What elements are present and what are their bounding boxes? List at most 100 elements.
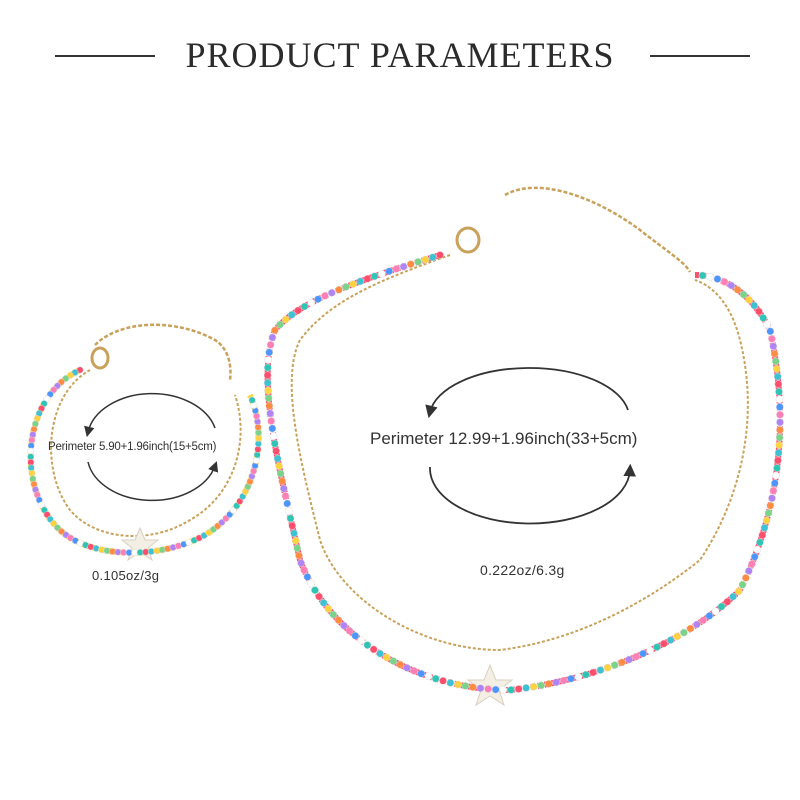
necklace-bead xyxy=(581,670,590,679)
necklace-bead xyxy=(396,660,405,669)
necklace-bead xyxy=(268,424,277,433)
necklace-bead xyxy=(686,624,695,633)
bracelet-extender-chain xyxy=(94,323,232,381)
necklace-bead xyxy=(776,410,784,419)
necklace-bead xyxy=(537,681,546,690)
necklace-bead xyxy=(268,333,277,342)
necklace-bead xyxy=(760,523,769,532)
necklace-bead xyxy=(666,636,675,644)
necklace-bead xyxy=(552,678,561,687)
necklace-bead xyxy=(529,682,538,691)
necklace-bead xyxy=(281,315,290,324)
necklace-bead xyxy=(303,573,312,581)
necklace-perimeter-arrow-top xyxy=(425,367,629,419)
necklace-bead xyxy=(370,272,379,281)
necklace-bead xyxy=(421,255,430,264)
necklace-bead xyxy=(271,326,279,335)
necklace-bead xyxy=(291,536,300,545)
necklace-bead xyxy=(762,516,771,525)
necklace-bead xyxy=(321,292,329,300)
necklace-bead xyxy=(706,272,714,281)
necklace-bead xyxy=(363,641,372,649)
necklace-bead xyxy=(659,639,668,648)
page-title: PRODUCT PARAMETERS xyxy=(185,35,615,75)
necklace-bead xyxy=(324,604,333,613)
necklace-bead xyxy=(279,484,288,493)
necklace-bead xyxy=(377,269,386,278)
necklace-bead xyxy=(357,636,366,645)
necklace-bead xyxy=(733,285,742,294)
necklace-bead xyxy=(369,645,378,654)
necklace-clasp xyxy=(455,226,481,254)
necklace-bead xyxy=(755,307,763,316)
necklace-bead xyxy=(293,544,302,553)
necklace-bead xyxy=(738,580,747,589)
necklace-bead xyxy=(469,683,477,692)
necklace-bead xyxy=(717,602,726,611)
necklace-bead xyxy=(314,295,322,304)
bracelet-clasp xyxy=(90,346,110,370)
necklace-bead xyxy=(514,685,523,693)
necklace-bead xyxy=(756,538,764,547)
necklace-bead xyxy=(745,295,753,304)
necklace-bead xyxy=(589,668,597,677)
necklace-bead xyxy=(491,685,500,694)
bracelet-perimeter-label: Perimeter 5.90+1.96inch(15+5cm) xyxy=(48,441,217,453)
necklace-bead xyxy=(278,477,287,485)
necklace-bead xyxy=(768,334,776,343)
necklace-bead xyxy=(300,302,309,311)
bracelet-weight-label: 0.105oz/3g xyxy=(92,568,160,583)
necklace-bead xyxy=(632,652,640,661)
necklace-bead xyxy=(748,560,756,568)
necklace-bead xyxy=(264,394,273,403)
necklace-bead xyxy=(454,680,462,689)
necklace-bead xyxy=(284,507,293,515)
necklace-perimeter-arrow-bottom xyxy=(429,463,636,525)
necklace-bead xyxy=(476,684,485,693)
necklace-bead xyxy=(385,267,393,276)
necklace-star-charm xyxy=(466,663,514,707)
necklace-bead xyxy=(382,653,391,662)
necklace-bead xyxy=(424,672,433,681)
necklace-bead xyxy=(363,274,372,283)
bracelet-bead-strand xyxy=(27,367,262,556)
necklace-bead xyxy=(750,301,759,310)
necklace-extender-chain xyxy=(504,186,692,273)
necklace-bead xyxy=(773,372,782,381)
necklace-bead xyxy=(727,281,736,290)
necklace-bead xyxy=(771,357,780,366)
necklace-bead xyxy=(522,684,530,692)
necklace-bead xyxy=(428,253,437,262)
bracelet-chain-inner xyxy=(50,369,242,537)
necklace-bead xyxy=(327,288,336,297)
bracelet-illustration xyxy=(27,323,263,562)
necklace-bead xyxy=(758,531,767,540)
necklace-bead xyxy=(768,494,776,503)
necklace-bead xyxy=(461,682,470,690)
necklace-bead xyxy=(403,664,411,672)
necklace-bead xyxy=(610,661,619,669)
necklace-bead xyxy=(295,551,303,560)
necklace-bead xyxy=(567,674,575,683)
necklace-bead xyxy=(773,464,781,472)
necklace-bead xyxy=(766,501,775,510)
necklace-bead xyxy=(290,529,298,538)
necklace-bead xyxy=(356,277,365,286)
necklace-bead xyxy=(273,454,282,463)
necklace-bead xyxy=(307,579,315,588)
necklace-bead xyxy=(705,612,714,620)
necklace-bead xyxy=(739,290,748,299)
necklace-bead xyxy=(499,686,508,694)
necklace-bead xyxy=(775,395,784,404)
necklace-bead xyxy=(275,462,283,470)
necklace-bead xyxy=(281,492,290,500)
necklace-bead xyxy=(264,356,273,364)
necklace-beads xyxy=(263,251,784,694)
necklace-bead xyxy=(763,320,771,329)
necklace-bead xyxy=(698,271,707,280)
necklace-bead xyxy=(559,676,568,685)
necklace-bead xyxy=(311,586,319,595)
necklace-bead xyxy=(335,285,343,294)
necklace-bead xyxy=(340,621,348,630)
